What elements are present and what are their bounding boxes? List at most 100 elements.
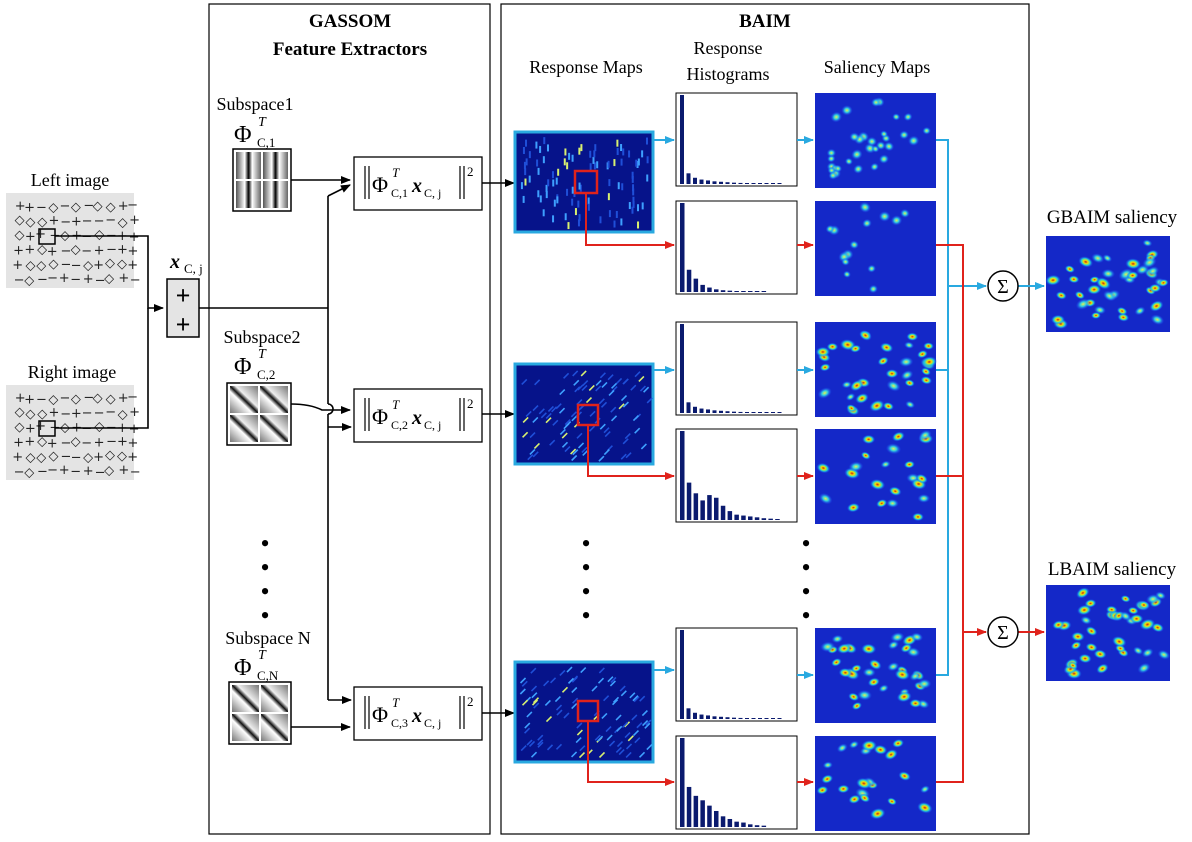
response-speck: [617, 182, 620, 190]
response-speck: [521, 378, 528, 386]
histogram-bar: [700, 500, 705, 520]
histogram-bar: [732, 182, 736, 184]
saliency-blob: [918, 429, 932, 441]
saliency-blob: [886, 498, 899, 508]
saliency-blob: [884, 749, 898, 760]
response-speck: [607, 193, 610, 201]
response-speck: [545, 184, 548, 192]
saliency-blob: [869, 478, 886, 491]
formula-phi-sub: C,3: [391, 716, 408, 730]
stereo-glyph: +: [118, 271, 129, 286]
stereo-glyph: +: [12, 450, 23, 465]
patch-symbol: x: [169, 251, 180, 273]
saliency-blob: [923, 342, 934, 350]
response-speck: [567, 677, 575, 684]
response-speck: [564, 445, 571, 453]
left-image-label: Left image: [31, 170, 109, 190]
response-speck: [638, 751, 646, 758]
stereo-glyph: −: [47, 463, 58, 478]
response-speck: [630, 384, 637, 391]
histogram-5: [675, 627, 798, 722]
saliency-blob: [910, 632, 924, 642]
lbaim-label: LBAIM saliency: [1048, 559, 1177, 580]
saliency-blob: [1142, 256, 1157, 269]
histogram-bar: [751, 183, 756, 184]
stereo-glyph: ◇: [48, 257, 58, 272]
response-speck: [620, 690, 627, 697]
response-speck: [551, 406, 558, 413]
stereo-glyph: +: [25, 422, 36, 437]
gassom-ellipsis-2: •: [260, 553, 269, 582]
saliency-blob: [882, 402, 894, 411]
formula-x: x: [411, 407, 422, 429]
response-speck: [571, 686, 578, 694]
histogram-bar: [777, 412, 782, 413]
stereo-glyph: +: [35, 227, 46, 242]
histogram-bar: [745, 718, 749, 719]
response-speck: [639, 695, 646, 702]
subspace2-filters: [226, 382, 292, 446]
response-speck: [532, 405, 539, 412]
response-speck: [591, 685, 598, 692]
stereo-glyph: ◇: [71, 200, 81, 215]
histogram-bar: [758, 412, 762, 413]
stereo-glyph: +: [129, 422, 140, 437]
response-speck: [520, 182, 523, 190]
response-speck: [616, 741, 624, 748]
stereo-glyph: −: [94, 214, 105, 229]
response-speck: [521, 680, 528, 687]
saliency-blob: [920, 376, 933, 385]
stereo-glyph: −: [81, 422, 92, 437]
response-speck: [523, 727, 531, 734]
histogram-bar: [680, 630, 684, 719]
saliency-blob: [1127, 606, 1139, 615]
saliency-blob: [1071, 631, 1085, 642]
response-speck: [631, 175, 634, 183]
saliency-blob: [861, 643, 877, 655]
subspace1-phi-sub: C,1: [257, 135, 275, 150]
saliency-blob: [904, 341, 915, 349]
saliency-blob: [859, 201, 871, 213]
stereo-glyph: −: [127, 198, 138, 213]
stereo-glyph: −: [105, 405, 116, 420]
response-speck: [611, 699, 619, 706]
saliency-blob: [1125, 258, 1142, 270]
response-speck: [608, 210, 611, 218]
histogram-bar: [761, 518, 767, 520]
response-speck: [640, 443, 647, 450]
formula-squared: 2: [467, 694, 474, 709]
response-speck: [632, 196, 635, 204]
saliency-blob: [905, 400, 916, 409]
response-speck: [567, 222, 570, 230]
stereo-glyph: −: [95, 273, 106, 288]
response-speck: [528, 740, 536, 747]
histogram-bar: [714, 289, 719, 292]
saliency-blob: [909, 671, 921, 681]
response-speck: [537, 734, 544, 741]
stereo-glyph: ◇: [106, 392, 116, 407]
response-speck: [581, 446, 588, 453]
response-speck: [570, 411, 577, 418]
saliency-blob: [1117, 313, 1130, 322]
response-speck: [559, 428, 566, 435]
response-speck: [574, 386, 581, 393]
response-speck: [622, 378, 629, 385]
stereo-glyph: ◇: [36, 259, 46, 274]
response-speck: [622, 148, 625, 156]
stereo-glyph: −: [94, 406, 105, 421]
response-speck: [555, 743, 563, 750]
histogram-bar: [725, 411, 730, 413]
histogram-bar: [725, 182, 730, 184]
histogram-bar: [686, 402, 691, 413]
saliency-blob: [868, 659, 882, 670]
saliency-blob: [1091, 253, 1105, 264]
gassom-subtitle: Feature Extractors: [273, 39, 427, 60]
saliency-ellipsis-1: •: [801, 529, 810, 558]
response-speck: [642, 720, 649, 727]
response-speck: [601, 381, 608, 388]
stereo-glyph: +: [83, 464, 94, 479]
formula-squared: 2: [467, 396, 474, 411]
stereo-glyph: ◇: [104, 272, 114, 287]
saliency-blob: [868, 284, 878, 294]
response-speck: [632, 188, 635, 196]
